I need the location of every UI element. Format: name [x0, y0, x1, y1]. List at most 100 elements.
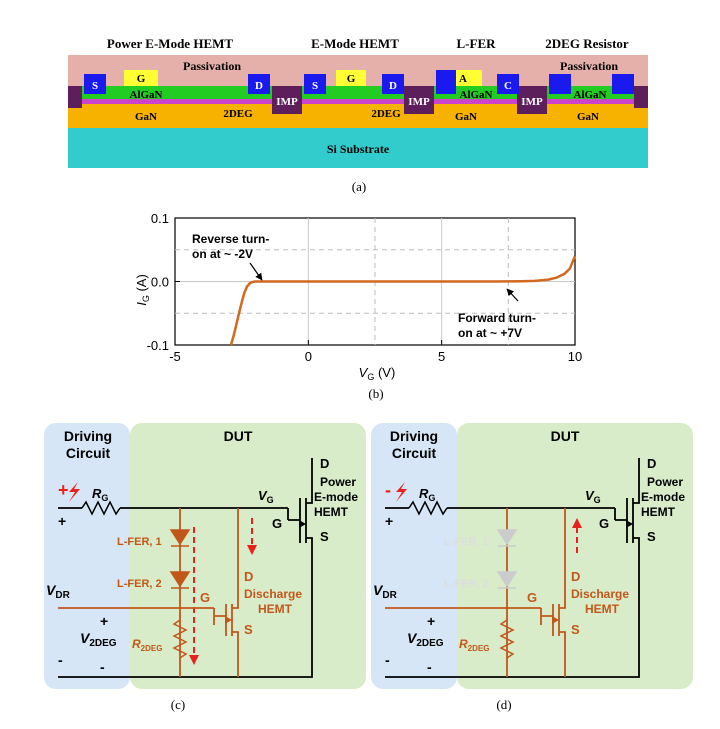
power-hemt-symbol-c [288, 458, 313, 573]
power-name-c-3: HEMT [314, 505, 349, 519]
power-name-d-3: HEMT [641, 505, 676, 519]
title-2deg-resistor: 2DEG Resistor [545, 36, 629, 51]
driving-label-d-1: Driving [390, 428, 438, 444]
power-s-label-d: S [647, 529, 656, 544]
contact-d-1 [248, 74, 270, 94]
lfer-1-label-c: L-FER, 1 [117, 536, 162, 548]
panel-a-cross-section: Power E-Mode HEMT E-Mode HEMT L-FER 2DEG… [68, 36, 648, 194]
discharge-name-d-1: Discharge [571, 587, 629, 601]
contact-s-2-label: S [312, 80, 318, 92]
rg-label-c: RG [92, 486, 108, 503]
annot-forward-1: Forward turn- [458, 311, 536, 325]
title-emode-hemt: E-Mode HEMT [311, 36, 399, 51]
passivation-label-right: Passivation [560, 59, 618, 73]
discharge-arrow-c [225, 616, 232, 624]
caption-d: (d) [496, 697, 511, 712]
lfer-2-label-d: L-FER, 2 [444, 578, 489, 590]
gan-label-4: GaN [577, 111, 599, 123]
x-tick-label: -5 [169, 349, 181, 364]
contact-s-1 [84, 74, 106, 94]
passivation-label-left: Passivation [183, 59, 241, 73]
wire-bottom-d [385, 573, 640, 678]
driving-box-c [44, 423, 130, 689]
x-tick-label: 0 [305, 349, 312, 364]
annot-forward-arrow [506, 288, 519, 302]
iv-curve [229, 255, 577, 346]
v2deg-label-d: V2DEG [407, 630, 444, 649]
resistor-contact-right [612, 74, 634, 94]
gan-label-3: GaN [455, 111, 477, 123]
lfer-2-label-c: L-FER, 2 [117, 578, 162, 590]
algan-label-4: AlGaN [574, 89, 607, 101]
gan-label-1: GaN [135, 111, 157, 123]
caption-a: (a) [352, 179, 366, 194]
caption-c: (c) [171, 697, 185, 712]
panel-d-turn-off: Driving Circuit DUT VG G D S Power E-mod… [371, 423, 693, 712]
rg-label-d: RG [419, 486, 435, 503]
term-plus-top-d: + [385, 513, 393, 529]
term-minus-left-c: - [58, 652, 63, 668]
gate-2-label: G [347, 73, 356, 85]
discharge-name-d-2: HEMT [585, 602, 620, 616]
chart-xlabel: VG (V) [359, 365, 396, 382]
lfer-contact-left [436, 70, 456, 94]
chart-ylabel: IG (A) [134, 274, 151, 306]
gate-1-label: G [137, 73, 146, 85]
discharge-name-c-2: HEMT [258, 602, 293, 616]
power-vg-label-c: VG [258, 488, 274, 505]
anode-contact [456, 70, 482, 86]
annot-forward-2: on at ~ +7V [458, 326, 522, 340]
cathode-contact [497, 74, 519, 94]
discharge-arrow-d [552, 616, 559, 624]
r2deg-label-d: R2DEG [459, 637, 489, 653]
minus-sign-d: - [385, 480, 391, 500]
imp-region-1 [272, 86, 302, 114]
contact-s-1-label: S [92, 80, 98, 92]
panel-c-turn-on: Driving Circuit DUT VG G D S Power E-mod… [44, 423, 366, 712]
annot-reverse-arrow [249, 262, 263, 281]
discharge-name-c-1: Discharge [244, 587, 302, 601]
imp-region-2 [404, 86, 434, 114]
power-hemt-symbol-d [615, 458, 640, 573]
y-tick-label: 0.0 [151, 275, 169, 290]
annot-reverse-2: on at ~ -2V [192, 247, 253, 261]
power-name-c-2: E-mode [314, 490, 358, 504]
imp-label-1: IMP [276, 96, 298, 108]
power-vg-label-d: VG [585, 488, 601, 505]
x-tick-label: 10 [568, 349, 582, 364]
power-g-label-c: G [272, 516, 282, 531]
lightning-icon-c [69, 482, 80, 502]
2deg-label-1: 2DEG [223, 108, 253, 120]
power-name-d-2: E-mode [641, 490, 685, 504]
term-minus-right-d: - [427, 659, 432, 675]
caption-b: (b) [368, 386, 383, 401]
lfer-2-diode-c [169, 571, 191, 589]
x-tick-label: 5 [438, 349, 445, 364]
y-tick-label: 0.1 [151, 211, 169, 226]
plus-sign-c: + [58, 480, 69, 500]
algan-label-1: AlGaN [130, 89, 163, 101]
annot-reverse-1: Reverse turn- [192, 232, 269, 246]
discharge-s-label-c: S [244, 622, 253, 637]
imp-edge-left [68, 86, 82, 108]
title-power-hemt: Power E-Mode HEMT [107, 36, 233, 51]
dut-label-d: DUT [551, 428, 580, 444]
discharge-d-label-d: D [571, 569, 580, 584]
anode-label: A [459, 73, 467, 85]
gan-layer [68, 104, 648, 129]
panel-b-iv-chart: -5 0 5 10 0.1 0.0 -0.1 IG (A) VG (V) Reverse t… [134, 211, 582, 401]
driving-box-d [371, 423, 457, 689]
v2deg-label-c: V2DEG [80, 630, 117, 649]
gate-2 [336, 70, 366, 86]
2deg-label-2: 2DEG [371, 108, 401, 120]
y-tick-label: -0.1 [147, 338, 169, 353]
imp-region-3 [517, 86, 547, 114]
power-name-d-1: Power [647, 475, 683, 489]
contact-d-1-label: D [255, 80, 263, 92]
chart-ticks: -5 0 5 10 0.1 0.0 -0.1 [147, 211, 583, 364]
lfer-2-diode-d [496, 571, 518, 589]
power-s-label-c: S [320, 529, 329, 544]
r2deg-resistor-c [172, 619, 188, 659]
power-d-label-c: D [320, 456, 329, 471]
